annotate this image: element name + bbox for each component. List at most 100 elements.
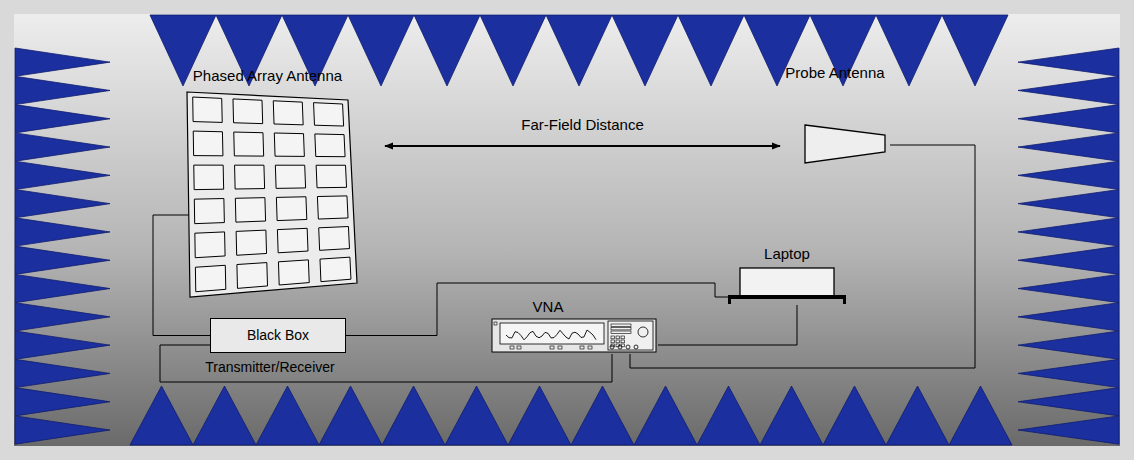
absorber-cone: [634, 386, 697, 445]
vna-button: [616, 336, 620, 339]
absorber-cone: [348, 15, 414, 86]
patch-element: [274, 133, 304, 156]
patch-element: [273, 101, 303, 125]
vna-port: [610, 345, 614, 349]
absorber-cone: [15, 388, 110, 416]
absorber-cone: [571, 386, 634, 445]
cable: [630, 145, 975, 368]
absorber-cone: [1018, 331, 1119, 359]
vna-foot-key: [558, 346, 562, 349]
laptop: Laptop: [728, 245, 846, 305]
absorber-cone: [445, 386, 508, 445]
absorber-cone: [15, 76, 110, 104]
phased-array-antenna: Phased Array Antenna: [150, 65, 385, 305]
patch-element: [193, 97, 223, 122]
absorber-cone: [760, 386, 823, 445]
probe-antenna: Probe Antenna: [780, 62, 890, 167]
absorber-cone: [1018, 303, 1119, 331]
patch-element: [314, 103, 344, 126]
node-label: VNA: [518, 298, 578, 316]
absorber-cone: [1018, 161, 1119, 189]
absorber-cone: [508, 386, 571, 445]
patch-element: [235, 198, 265, 222]
absorber-cone: [15, 218, 110, 246]
node-label: Probe Antenna: [780, 64, 890, 82]
absorber-cone: [1018, 48, 1119, 76]
patch-element: [237, 263, 268, 289]
absorber-cone: [886, 386, 949, 445]
absorber-cone: [823, 386, 886, 445]
absorber-cone: [130, 386, 193, 445]
array-panel: [187, 92, 357, 297]
node-label: Phased Array Antenna: [155, 67, 380, 85]
black-box: Black BoxTransmitter/Receiver: [210, 318, 346, 353]
vna-button: [616, 340, 620, 343]
absorber-cone: [1018, 190, 1119, 218]
absorber-cone: [15, 48, 110, 76]
vna-button: [611, 328, 631, 330]
patch-element: [316, 165, 346, 188]
patch-element: [320, 257, 351, 281]
laptop-screen: [740, 268, 834, 297]
absorber-cone: [15, 190, 110, 218]
patch-element: [233, 99, 263, 124]
laptop-foot: [843, 295, 846, 304]
absorber-cone: [612, 15, 678, 86]
absorber-cone: [1018, 105, 1119, 133]
absorber-cone: [15, 274, 110, 302]
absorber-cone: [193, 386, 256, 445]
absorber-cone: [1018, 359, 1119, 387]
vna-button: [621, 340, 625, 343]
vna-port: [626, 345, 630, 349]
patch-element: [277, 228, 308, 252]
vna-knob: [638, 327, 648, 337]
absorber-cone: [1018, 133, 1119, 161]
vna-foot-key: [588, 346, 592, 349]
absorber-cone: [678, 15, 744, 86]
patch-element: [278, 260, 309, 285]
patch-element: [234, 132, 264, 156]
node-label: Laptop: [728, 245, 846, 263]
patch-element: [195, 232, 225, 258]
vna-screen: [500, 323, 604, 344]
vna-port: [634, 345, 638, 349]
vna-button: [621, 336, 625, 339]
patch-element: [315, 134, 345, 157]
absorber-cone: [1018, 274, 1119, 302]
edge-label: Far-Field Distance: [521, 116, 644, 134]
absorber-cones: [15, 15, 1119, 445]
absorber-cone: [546, 15, 612, 86]
vna-foot-key: [510, 346, 514, 349]
patch-element: [195, 265, 225, 291]
vna-button: [611, 331, 631, 333]
absorber-cone: [15, 359, 110, 387]
absorber-cone: [15, 303, 110, 331]
node-sublabel: Transmitter/Receiver: [180, 358, 360, 376]
vna-led: [494, 322, 497, 325]
vna-foot-key: [580, 346, 584, 349]
absorber-cone: [1018, 246, 1119, 274]
patch-element: [276, 197, 306, 221]
absorber-cone: [15, 331, 110, 359]
absorber-cone: [697, 386, 760, 445]
absorber-cone: [382, 386, 445, 445]
absorber-cone: [949, 386, 1012, 445]
patch-element: [193, 131, 223, 156]
vna-button: [611, 340, 615, 343]
laptop-foot: [728, 295, 731, 304]
patch-element: [319, 227, 350, 251]
chamber-interior: [14, 14, 1120, 446]
vna-instrument-outline: [490, 298, 658, 354]
absorber-cone: [15, 133, 110, 161]
node-label: Black Box: [210, 326, 346, 344]
absorber-cone: [942, 15, 1008, 86]
vna-trace: [506, 330, 596, 340]
absorber-cone: [15, 416, 110, 444]
absorber-cone: [15, 161, 110, 189]
vna-instrument: VNA: [490, 298, 658, 354]
absorber-cone: [1018, 416, 1119, 444]
absorber-cone: [1018, 76, 1119, 104]
cable: [658, 305, 797, 345]
